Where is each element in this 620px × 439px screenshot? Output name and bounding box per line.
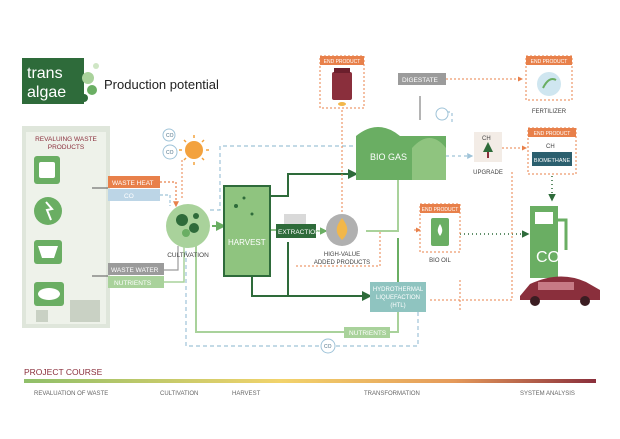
- htl-label-2: LIQUEFACTION: [376, 295, 420, 301]
- htl-label-1: HYDROTHERMAL: [373, 287, 424, 293]
- timeline-stage-4: TRANSFORMATION: [364, 391, 420, 397]
- harvest-tank: HARVEST: [223, 185, 271, 277]
- end-product-label-4: END PRODUCT: [422, 207, 459, 213]
- cultivation-node: [166, 204, 210, 248]
- timeline-title: PROJECT COURSE: [24, 367, 103, 377]
- harvest-label: HARVEST: [228, 238, 266, 247]
- oil-drop-icon: [336, 218, 348, 240]
- end-product-supplements: END PRODUCT: [319, 55, 365, 109]
- waste-panel-title: REVALUING WASTE: [35, 136, 97, 143]
- biogas-plant: BIO GAS: [356, 127, 446, 180]
- extraction-label: EXTRACTION: [278, 229, 320, 236]
- biomethane-label: BIOMETHANE: [534, 158, 571, 164]
- waste-water-label: WASTE WATER: [111, 267, 159, 274]
- extraction-funnel-icon: [284, 214, 306, 224]
- fertilizer-label: FERTILIZER: [532, 109, 567, 115]
- fertilizer-icon: [537, 72, 561, 96]
- htl-label-3: (HTL): [390, 303, 405, 309]
- high-value-label-2: ADDED PRODUCTS: [314, 260, 370, 266]
- digestate-label: DIGESTATE: [402, 77, 439, 84]
- logo-line2: algae: [27, 84, 66, 101]
- upgrade-ch4: CH: [482, 136, 491, 142]
- timeline-stage-2: CULTIVATION: [160, 391, 198, 397]
- car-co2-label: CO: [536, 249, 560, 266]
- co2-sun-label: CO: [166, 150, 174, 156]
- timeline-stage-3: HARVEST: [232, 391, 261, 397]
- end-product-biomethane: END PRODUCT CH BIOMETHANE: [527, 127, 577, 175]
- end-product-label-3: END PRODUCT: [534, 131, 571, 137]
- co2-bubble-sun: [162, 144, 178, 160]
- end-product-bio-oil: END PRODUCT: [419, 203, 461, 253]
- biogas-label: BIO GAS: [370, 152, 407, 162]
- upgrade-label: UPGRADE: [473, 170, 503, 176]
- htl-box: [370, 282, 426, 312]
- co2-bottom-label: CO: [324, 344, 332, 350]
- nutrients-return-box: [344, 327, 390, 338]
- end-product-label-1: END PRODUCT: [324, 59, 361, 65]
- end-product-label-2: END PRODUCT: [531, 59, 568, 65]
- sun-icon: [179, 135, 209, 165]
- page-title: Production potential: [104, 77, 219, 92]
- high-value-label: HIGH-VALUE: [324, 252, 360, 258]
- waste-heat-box: [108, 176, 160, 188]
- nutrients-return-label: NUTRIENTS: [349, 330, 387, 337]
- car-icon: [520, 276, 600, 306]
- cultivation-label: CULTIVATION: [167, 252, 209, 259]
- co2-bubble-small: [162, 128, 176, 142]
- logo-line1: trans: [27, 65, 63, 82]
- timeline-bar: [24, 379, 596, 383]
- nutrients-input-label: NUTRIENTS: [114, 280, 152, 287]
- co2-small-label: CO: [166, 133, 174, 139]
- biomethane-ch4: CH: [546, 144, 555, 150]
- timeline-stage-5: SYSTEM ANALYSIS: [520, 391, 575, 397]
- extraction-box: [276, 224, 316, 238]
- co2-bubble-bottom: [320, 338, 336, 354]
- waste-heat-label: WASTE HEAT: [112, 180, 154, 187]
- waste-panel-title-2: PRODUCTS: [48, 144, 85, 151]
- waste-water-box: [108, 263, 164, 275]
- nutrients-input-box: [108, 276, 164, 288]
- pill-bottle-icon: [332, 72, 352, 100]
- fuel-pump-icon: [530, 206, 568, 278]
- car-co2-subscript: 2: [562, 263, 566, 270]
- timeline-stage-1: REVALUATION OF WASTE: [34, 391, 108, 397]
- bio-oil-label: BIO OIL: [429, 258, 451, 264]
- co2-bubble-biogas: [435, 107, 449, 121]
- logo: trans algae: [22, 58, 99, 104]
- co2-input-box: [108, 189, 160, 201]
- digestate-box: [398, 73, 446, 85]
- end-product-fertilizer: END PRODUCT: [525, 55, 573, 101]
- waste-panel: REVALUING WASTE PRODUCTS: [22, 126, 110, 328]
- co2-input-label: CO: [124, 193, 134, 200]
